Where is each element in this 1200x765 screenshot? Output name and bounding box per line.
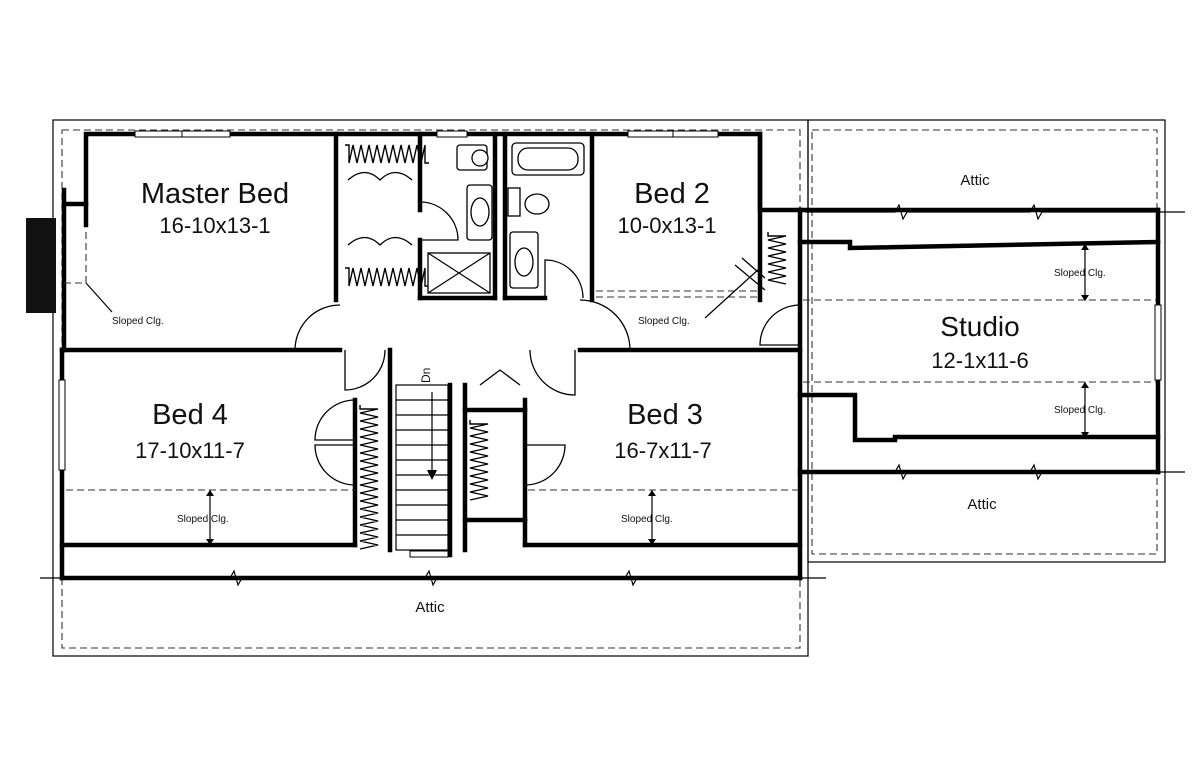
sloped-note-bed4: Sloped Clg. xyxy=(177,514,229,525)
stair-label: Dn xyxy=(419,368,433,383)
chimney xyxy=(26,218,56,313)
room-name-bed2: Bed 2 xyxy=(634,178,710,210)
room-dims-master: 16-10x13-1 xyxy=(159,213,270,238)
slope-arrows xyxy=(206,244,1089,545)
stairs: Dn xyxy=(395,368,449,551)
sloped-note-bed2: Sloped Clg. xyxy=(638,316,690,327)
sloped-note-studio-top: Sloped Clg. xyxy=(1054,268,1106,279)
sloped-note-studio-bottom: Sloped Clg. xyxy=(1054,405,1106,416)
room-name-studio: Studio xyxy=(940,311,1019,342)
arrow-down-icon xyxy=(427,470,437,480)
break-lines xyxy=(40,203,1185,587)
attic-label-top-right: Attic xyxy=(960,172,990,189)
attic-label-bottom-right: Attic xyxy=(967,496,997,513)
closet-shelving xyxy=(345,144,787,550)
sloped-note-master: Sloped Clg. xyxy=(112,316,164,327)
room-name-master: Master Bed xyxy=(141,178,289,210)
room-name-bed4: Bed 4 xyxy=(152,399,228,431)
sloped-note-bed3: Sloped Clg. xyxy=(621,514,673,525)
room-dims-bed2: 10-0x13-1 xyxy=(617,213,716,238)
room-dims-bed4: 17-10x11-7 xyxy=(135,438,245,463)
room-dims-bed3: 16-7x11-7 xyxy=(614,438,711,463)
room-dims-studio: 12-1x11-6 xyxy=(931,348,1028,373)
room-name-bed3: Bed 3 xyxy=(627,399,703,431)
bath-fixtures xyxy=(427,142,585,294)
attic-label-bottom: Attic xyxy=(415,599,445,616)
walls xyxy=(59,131,803,581)
windows xyxy=(58,130,1162,558)
doors xyxy=(294,171,801,486)
